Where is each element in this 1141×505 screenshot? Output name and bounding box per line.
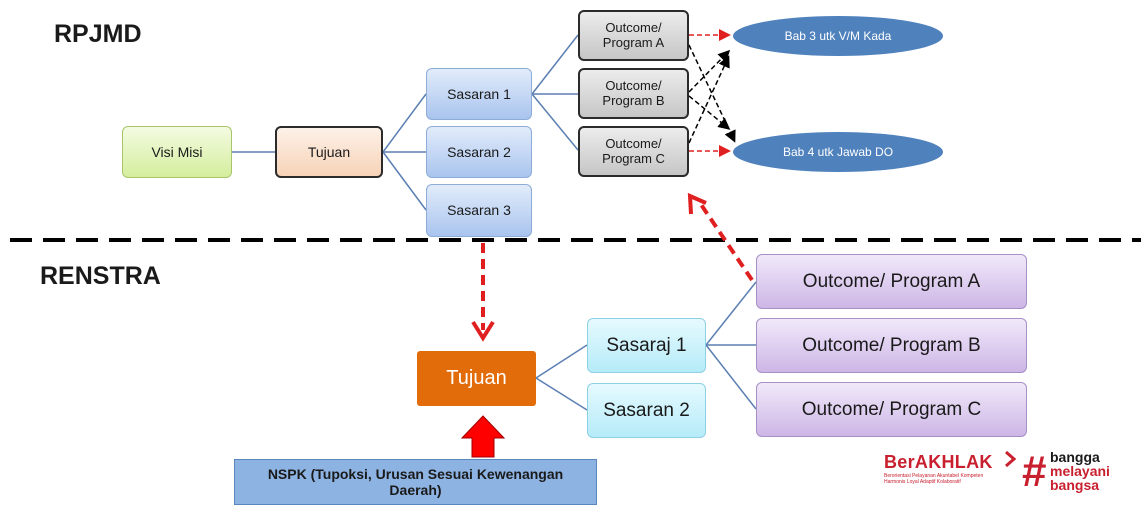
bangga-melayani-bangsa-logo: # bangga melayani bangsa <box>1022 448 1122 498</box>
arrow-outcomeC-bab3 <box>688 55 730 144</box>
bab4-oval: Bab 4 utk Jawab DO <box>733 132 943 172</box>
logo-word-melayani: melayani <box>1050 463 1110 479</box>
berakhlak-logo: BerAKHLAK Berorientasi Pelayanan Akuntab… <box>884 450 1016 496</box>
outcome-b-line2: Program B <box>602 92 665 108</box>
outcome-c-line2: Program C <box>602 150 665 166</box>
arrow-head-up <box>687 192 707 215</box>
visi-misi-box: Visi Misi <box>122 126 232 178</box>
renstra-tujuan-box: Tujuan <box>417 351 536 406</box>
rpjmd-title: RPJMD <box>54 20 142 48</box>
connector-tujuan-sasaran3 <box>382 151 427 211</box>
logo-word-bangsa: bangsa <box>1050 477 1100 493</box>
connector-sasaran1-outcomeA <box>531 34 579 95</box>
outcome-b-line1: Outcome/ <box>605 77 662 93</box>
arrow-outcomeA-bab4 <box>688 44 736 143</box>
renstra-title: RENSTRA <box>40 262 161 290</box>
renstra-outcome-b: Outcome/ Program B <box>756 318 1027 373</box>
rpjmd-outcome-a: Outcome/ Program A <box>578 10 689 61</box>
connector-tujuan-sasaran2-renstra <box>535 377 588 411</box>
renstra-sasaraj-1: Sasaraj 1 <box>587 318 706 373</box>
outcome-a-line2: Program A <box>602 34 665 50</box>
renstra-sasaran-2: Sasaran 2 <box>587 383 706 438</box>
rpjmd-sasaran-2: Sasaran 2 <box>426 126 532 178</box>
renstra-outcome-a: Outcome/ Program A <box>756 254 1027 309</box>
rpjmd-sasaran-1: Sasaran 1 <box>426 68 532 120</box>
renstra-outcome-c: Outcome/ Program C <box>756 382 1027 437</box>
berakhlak-chevron-icon <box>1005 450 1016 468</box>
connector-tujuan-sasaran1 <box>382 93 427 153</box>
rpjmd-outcome-c: Outcome/ Program C <box>578 126 689 177</box>
berakhlak-tagline-2: Harmonis Loyal Adaptif Kolaboratif <box>884 479 961 485</box>
connector-sasaran1-outcomeC <box>531 93 579 151</box>
nspk-up-arrow <box>460 415 506 458</box>
connector-sasaraj1-outcomeC <box>705 344 757 410</box>
connector-sasaraj1-outcomeA <box>705 281 757 346</box>
outcome-a-line1: Outcome/ <box>605 19 662 35</box>
arrow-outcomeB-bab3 <box>688 49 731 93</box>
arrow-head-down <box>471 320 495 342</box>
nspk-box: NSPK (Tupoksi, Urusan Sesuai Kewenangan … <box>234 459 597 505</box>
rpjmd-outcome-b: Outcome/ Program B <box>578 68 689 119</box>
outcome-c-line1: Outcome/ <box>605 135 662 151</box>
logo-word-bangga: bangga <box>1050 449 1100 465</box>
connector-tujuan-sasaraj1 <box>535 344 588 379</box>
berakhlak-wordmark: BerAKHLAK <box>884 452 993 472</box>
arrow-outcomeB-bab4 <box>688 95 731 130</box>
bab3-oval: Bab 3 utk V/M Kada <box>733 16 943 56</box>
rpjmd-tujuan-box: Tujuan <box>275 126 383 178</box>
hashtag-icon: # <box>1022 447 1047 496</box>
berakhlak-tagline-1: Berorientasi Pelayanan Akuntabel Kompete… <box>884 473 984 479</box>
rpjmd-sasaran-3: Sasaran 3 <box>426 184 532 237</box>
